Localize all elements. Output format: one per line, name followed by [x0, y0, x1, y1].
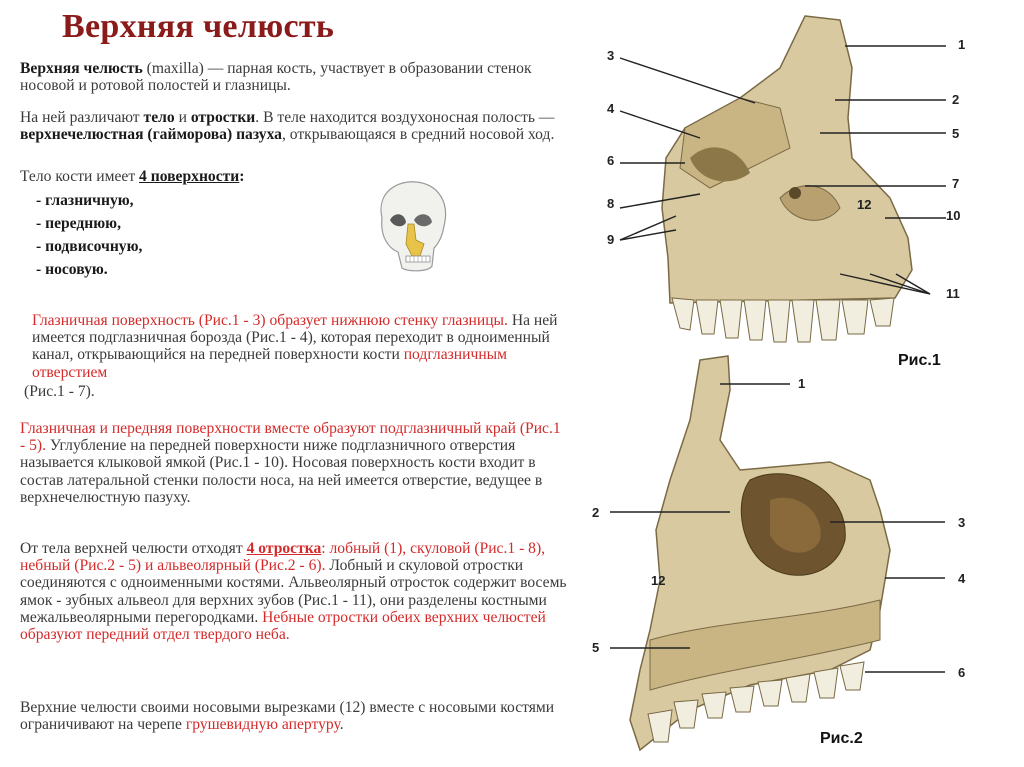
- process-text: Лобный и скуловой отростки соединяются с…: [20, 557, 567, 626]
- aperture-text: Верхние челюсти своими носовыми вырезкам…: [20, 699, 555, 734]
- skull-thumbnail: [380, 181, 447, 272]
- sinus-name: верхнечелюстная (гайморова) пазуха: [20, 126, 282, 144]
- orbital-ref: (Рис.1 - 7).: [24, 382, 95, 400]
- margin-red-text: Глазничная и передняя поверхности вместе…: [20, 420, 561, 455]
- process-list: : лобный (1), скуловой (Рис.1 - 8), небн…: [20, 540, 546, 575]
- fig1-label-9: 9: [607, 232, 615, 247]
- body-word: тело: [143, 109, 175, 126]
- intro-text: (maxilla) — парная кость, участвует в об…: [20, 60, 532, 95]
- fig2-label-2: 2: [592, 505, 600, 520]
- fig1-label-2: 2: [952, 92, 960, 107]
- slide-title: Верхняя челюсть: [62, 8, 335, 45]
- infraorbital-foramen-term: подглазничным отверстием: [32, 346, 508, 381]
- parts-and: и: [174, 109, 191, 126]
- fig1-label-3: 3: [607, 48, 615, 63]
- fig2-label-1: 1: [798, 376, 806, 391]
- list-item: - подвисочную,: [36, 238, 143, 255]
- fig1-label-12: 12: [857, 197, 872, 212]
- surfaces-lead-text: Тело кости имеет: [20, 168, 140, 185]
- process-paragraph: От тела верхней челюсти отходят 4 отрост…: [20, 540, 568, 643]
- figure-1-maxilla-lateral: [619, 15, 946, 343]
- orbital-text: На ней имеется подглазничная борозда (Ри…: [32, 312, 558, 364]
- fig1-label-8: 8: [607, 196, 615, 211]
- palate-text: Небные отростки обеих верхних челюстей о…: [20, 608, 546, 644]
- fig1-label-11: 11: [946, 286, 960, 301]
- margin-paragraph: Глазничная и передняя поверхности вместе…: [20, 420, 568, 506]
- surfaces-list: - глазничную, - переднюю, - подвисочную,…: [36, 189, 142, 281]
- fig2-label-12: 12: [651, 573, 666, 588]
- orbital-red-text: Глазничная поверхность (Рис.1 - 3) образ…: [32, 312, 508, 329]
- fig1-label-5: 5: [952, 126, 960, 141]
- fig1-label-7: 7: [952, 176, 960, 191]
- list-item: - глазничную,: [36, 192, 134, 209]
- process-count: 4 отростка: [246, 540, 322, 557]
- processes-word: отростки: [190, 109, 256, 126]
- orbital-paragraph: Глазничная поверхность (Рис.1 - 3) образ…: [20, 312, 568, 400]
- figure-2-maxilla-medial: [610, 355, 945, 752]
- fig2-label-6: 6: [958, 665, 966, 680]
- surfaces-count: 4 поверхности: [139, 168, 240, 185]
- fig2-label-5: 5: [592, 640, 600, 655]
- fig2-label-3: 3: [958, 515, 966, 530]
- figure-1-caption: Рис.1: [898, 352, 941, 369]
- fig1-label-6: 6: [607, 153, 615, 168]
- aperture-paragraph: Верхние челюсти своими носовыми вырезкам…: [20, 699, 568, 733]
- parts-paragraph: На ней различают тело и отростки. В теле…: [20, 109, 568, 143]
- parts-text-2: . В теле находится воздухоносная полость…: [255, 109, 555, 126]
- parts-text-3: , открывающаяся в средний носовой ход.: [281, 126, 555, 144]
- intro-paragraph: Верхняя челюсть (maxilla) — парная кость…: [20, 60, 568, 94]
- fig1-label-10: 10: [946, 208, 961, 223]
- piriform-aperture-term: грушевидную апертуру: [185, 716, 340, 734]
- list-item: - носовую.: [36, 261, 108, 278]
- parts-text-1: На ней различают: [20, 109, 144, 126]
- aperture-end: .: [339, 716, 344, 734]
- list-item: - переднюю,: [36, 215, 121, 232]
- process-lead: От тела верхней челюсти отходят: [20, 540, 247, 557]
- figure-2-caption: Рис.2: [820, 730, 863, 747]
- fig1-label-1: 1: [958, 37, 966, 52]
- margin-text: Углубление на передней поверхности ниже …: [20, 437, 543, 506]
- term-maxilla: Верхняя челюсть: [20, 60, 143, 77]
- surfaces-colon: :: [239, 168, 245, 185]
- fig1-label-4: 4: [607, 101, 615, 116]
- fig2-label-4: 4: [958, 571, 966, 586]
- surfaces-lead: Тело кости имеет 4 поверхности:: [20, 168, 568, 185]
